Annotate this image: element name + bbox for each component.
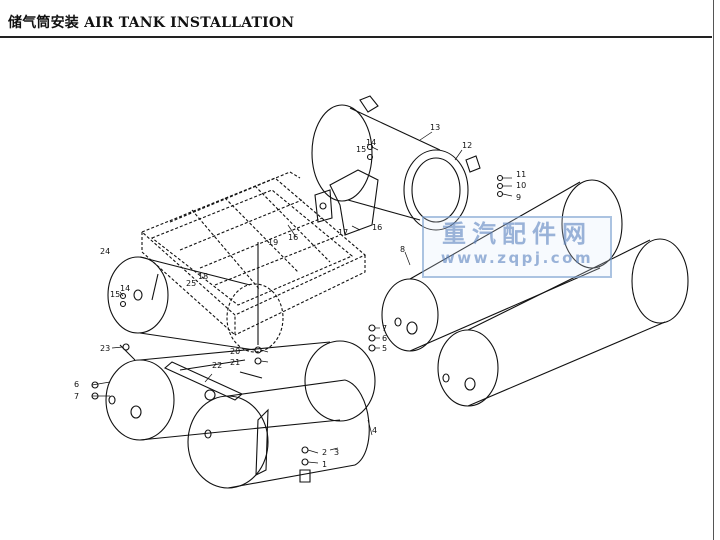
callout-1: 1 — [322, 460, 327, 469]
callout-labels: 1 2 3 4 5 6 7 8 9 10 11 12 13 14 15 16 1… — [74, 123, 526, 469]
callout-18: 18 — [198, 272, 208, 281]
callout-7-left: 7 — [74, 392, 79, 401]
callout-14-left: 14 — [120, 284, 130, 293]
callout-23: 23 — [100, 344, 110, 353]
callout-3: 3 — [334, 448, 339, 457]
callout-19: 19 — [268, 238, 278, 247]
callout-6: 6 — [382, 334, 387, 343]
callout-7: 7 — [382, 324, 387, 333]
tank-13 — [311, 95, 481, 231]
callout-13: 13 — [430, 123, 440, 132]
callout-25: 25 — [186, 279, 196, 288]
tank-3 — [187, 379, 370, 489]
callout-21: 21 — [230, 358, 240, 367]
callout-16-frame: 16 — [288, 233, 298, 242]
callout-16-bracket: 16 — [372, 223, 382, 232]
callout-6-left: 6 — [74, 380, 79, 389]
bracket-16-17 — [314, 169, 379, 236]
callout-10: 10 — [516, 181, 526, 190]
callout-15-upper: 15 — [356, 145, 366, 154]
callout-9: 9 — [516, 193, 521, 202]
fittings — [91, 143, 504, 483]
mounting-frame — [140, 171, 367, 337]
callout-4: 4 — [372, 426, 377, 435]
tank-left-front — [105, 340, 376, 441]
right-border — [712, 0, 714, 540]
callout-15-left: 15 — [110, 290, 120, 299]
tank-24 — [107, 256, 284, 353]
callout-12: 12 — [462, 141, 472, 150]
callout-5: 5 — [382, 344, 387, 353]
callout-24: 24 — [100, 247, 110, 256]
callout-22: 22 — [212, 361, 222, 370]
strap-22 — [163, 359, 246, 401]
callout-2: 2 — [322, 448, 327, 457]
page-title: 储气筒安装 AIR TANK INSTALLATION — [8, 15, 295, 31]
tank-8 — [381, 179, 623, 352]
tank-far-right — [437, 238, 689, 407]
callout-8: 8 — [400, 245, 405, 254]
callout-14-upper: 14 — [366, 138, 376, 147]
leader-lines — [91, 131, 513, 464]
callout-20: 20 — [230, 347, 240, 356]
callout-11: 11 — [516, 170, 526, 179]
callout-17: 17 — [338, 228, 348, 237]
title-divider — [0, 36, 712, 38]
